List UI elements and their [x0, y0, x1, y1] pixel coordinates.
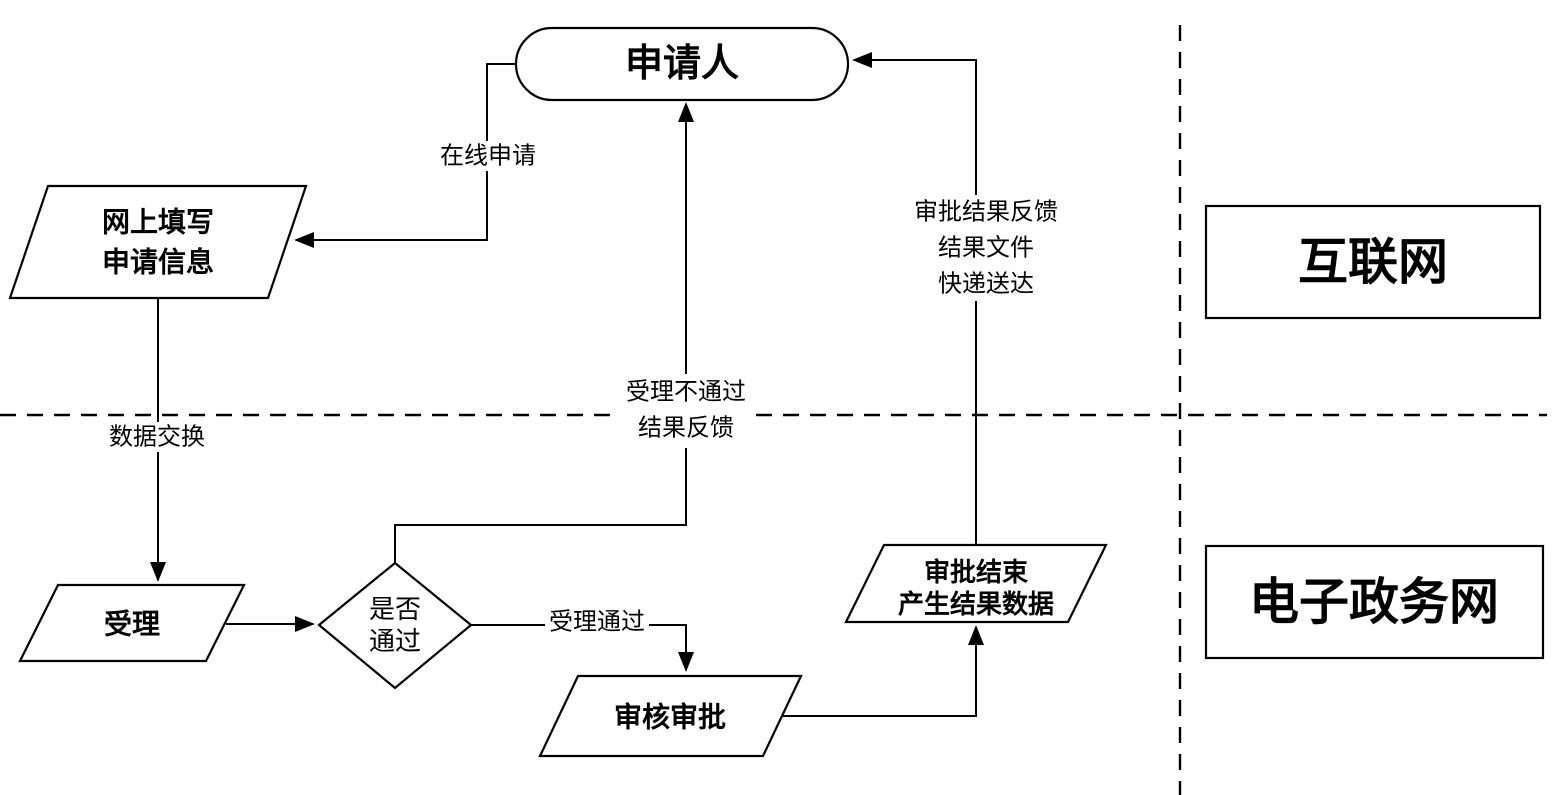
internet-zone-box	[1204, 204, 1542, 320]
accept-label: 受理	[104, 609, 160, 640]
review-node	[538, 674, 803, 758]
online-apply-label: 在线申请	[440, 143, 536, 170]
result-feedback-label-line3: 快递送达	[938, 271, 1034, 298]
result-feedback-label-bg	[905, 195, 1067, 301]
online-form-label-line1: 网上填写	[102, 207, 214, 238]
edge-review-to-result	[782, 625, 984, 717]
online-form-node	[8, 184, 308, 300]
data-exchange-label: 数据交换	[109, 424, 205, 451]
edge-result-feedback	[852, 52, 977, 545]
result-label-line1: 审批结束	[924, 557, 1029, 587]
review-label: 审核审批	[614, 701, 726, 733]
pass-label: 受理通过	[549, 609, 645, 636]
online-apply-label-bg	[436, 141, 540, 171]
not-pass-label-bg	[618, 374, 754, 448]
egov-zone-box	[1204, 544, 1545, 660]
decision-label-line2: 通过	[369, 626, 421, 656]
edge-not-pass	[394, 102, 694, 563]
decision-label-line1: 是否	[369, 594, 421, 624]
egov-zone-label: 电子政务网	[1249, 574, 1499, 630]
data-exchange-label-bg	[106, 422, 210, 452]
result-label-line2: 产生结果数据	[898, 589, 1054, 619]
edge-pass	[471, 624, 694, 672]
applicant-node	[514, 26, 850, 102]
online-form-label-line2: 申请信息	[102, 246, 214, 278]
result-feedback-label-line1: 审批结果反馈	[914, 199, 1058, 226]
decision-node	[317, 561, 473, 690]
not-pass-label-line1: 受理不通过	[626, 379, 746, 406]
not-pass-label-line2: 结果反馈	[638, 415, 734, 442]
applicant-label: 申请人	[625, 43, 739, 85]
accept-node	[18, 583, 246, 663]
internet-zone-label: 互联网	[1298, 234, 1448, 290]
result-feedback-label-line2: 结果文件	[938, 235, 1034, 262]
result-node	[844, 543, 1108, 624]
pass-label-bg	[545, 607, 649, 639]
